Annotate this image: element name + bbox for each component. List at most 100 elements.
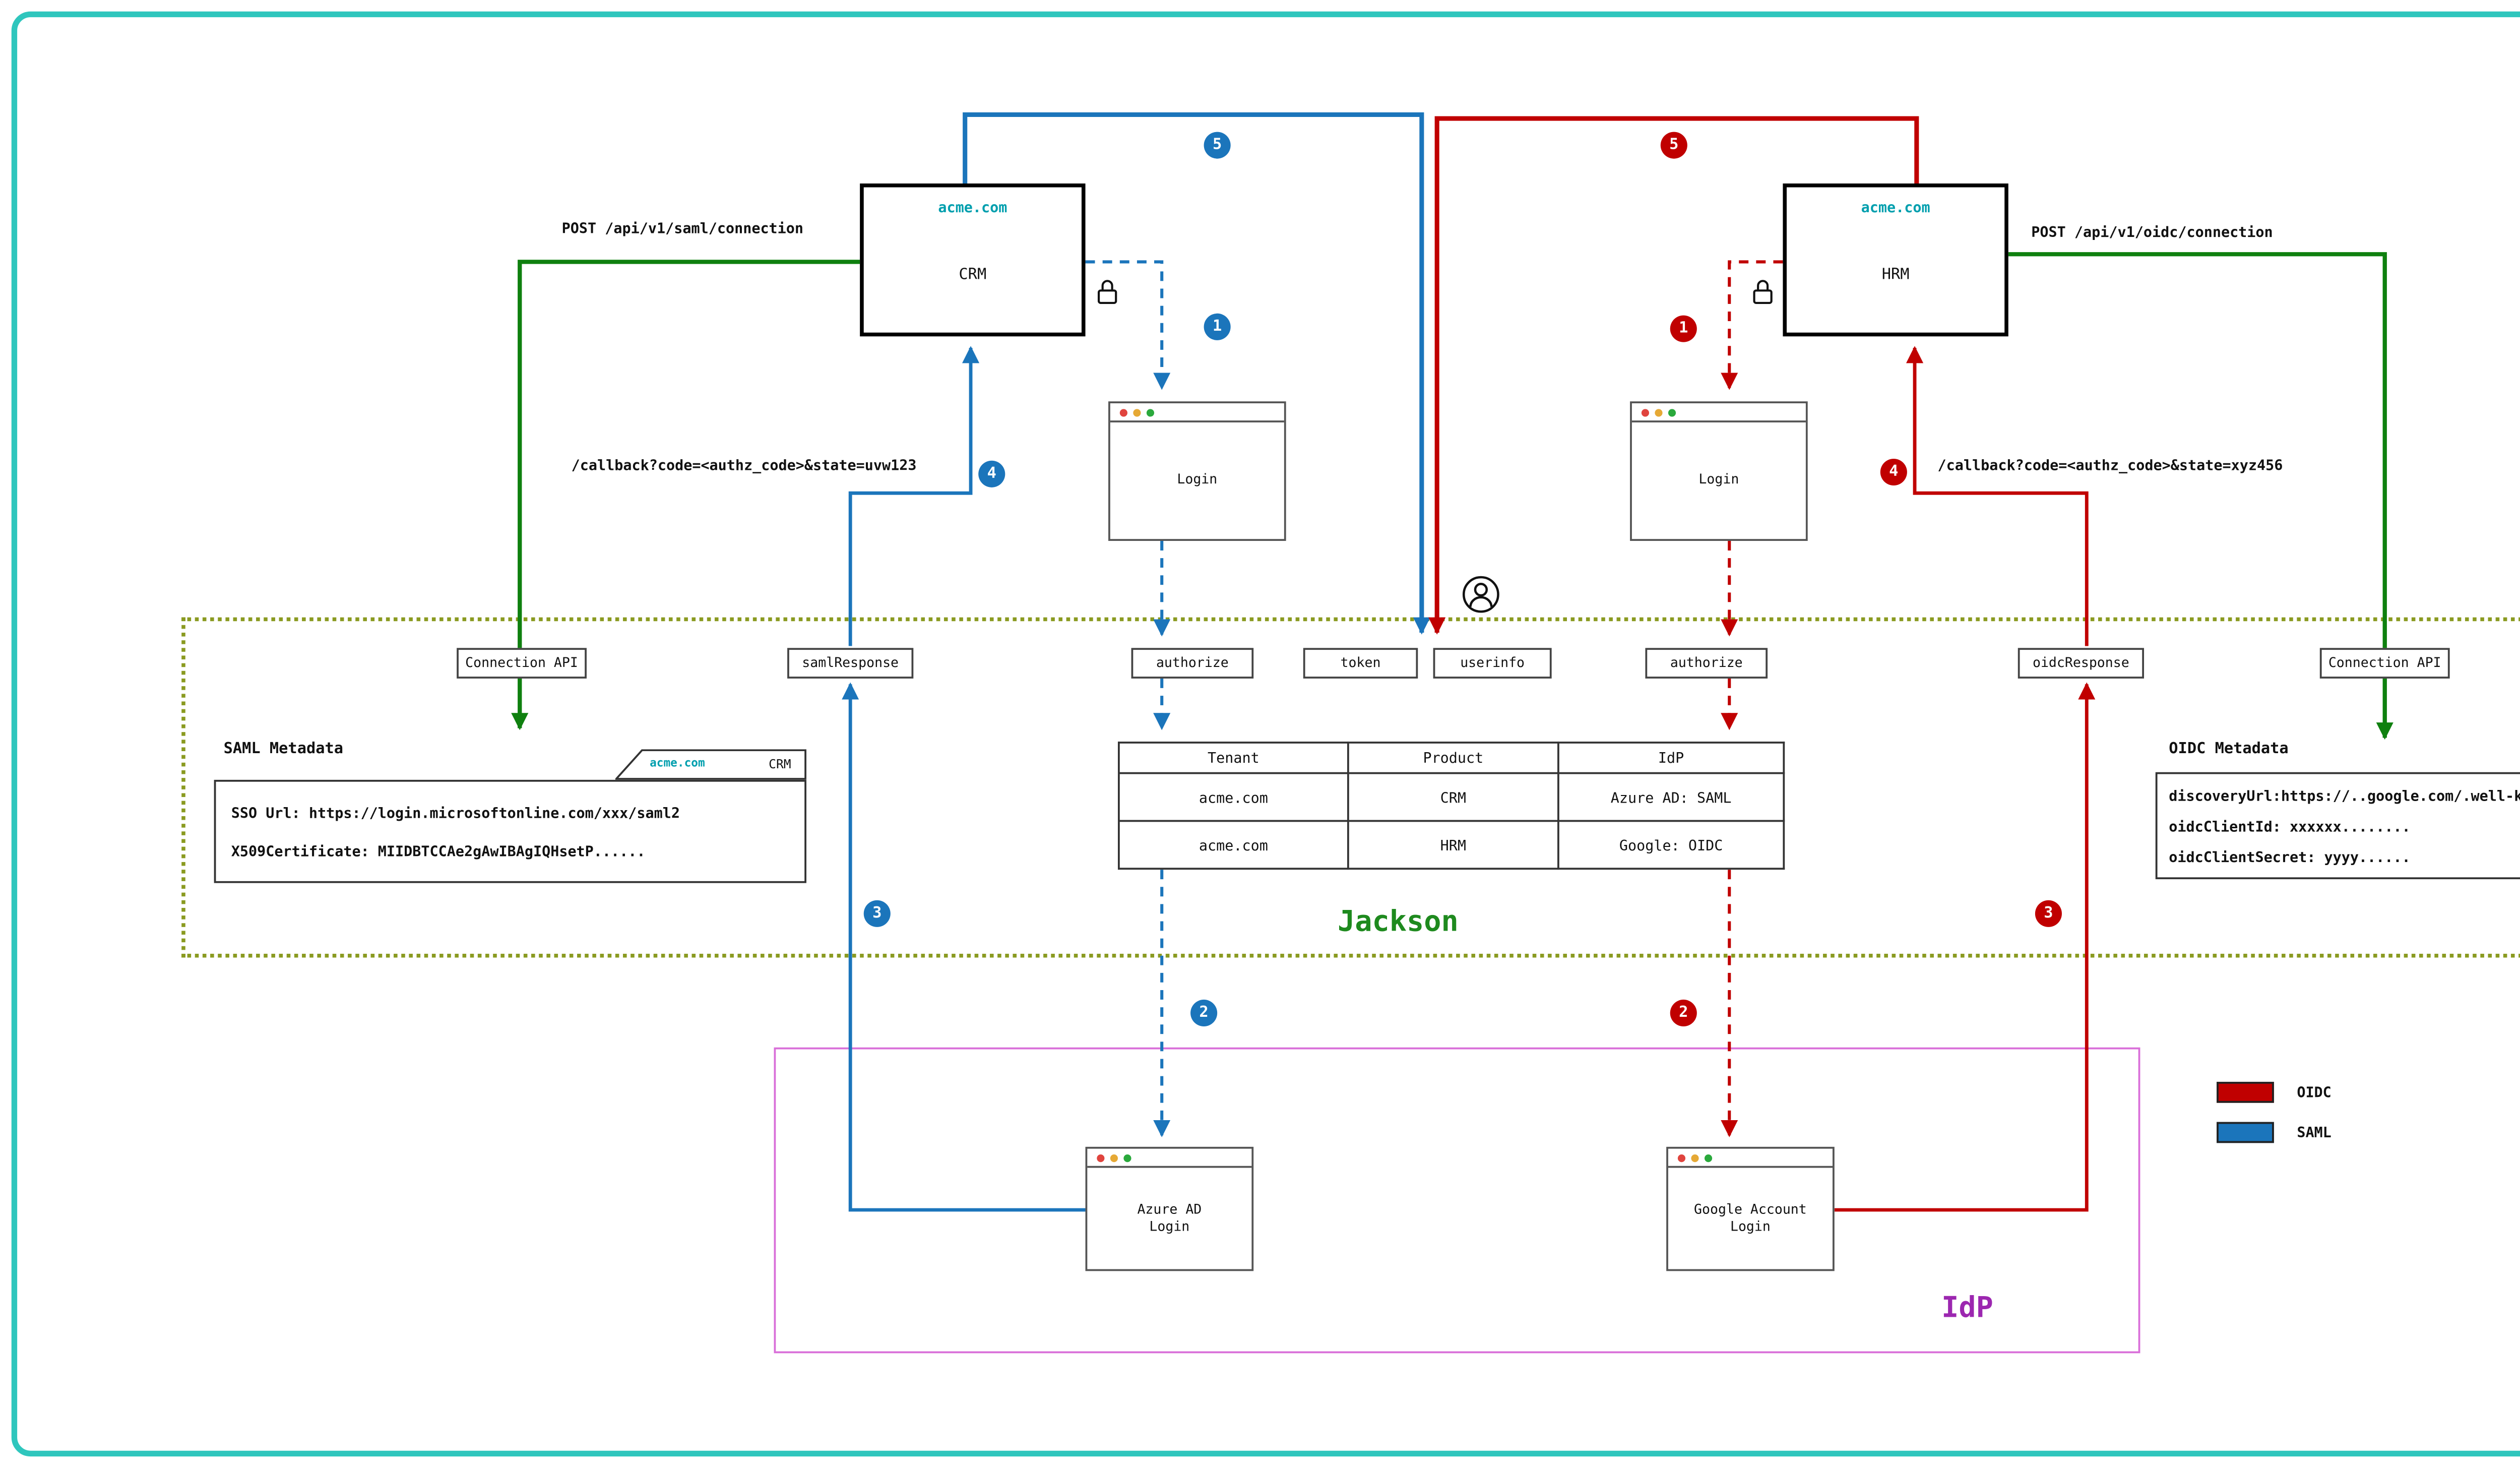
close-icon — [1119, 408, 1127, 416]
oidc-login-label: Login — [1698, 472, 1739, 487]
user-icon — [1462, 576, 1499, 613]
legend-item-oidc: OIDC — [2217, 1081, 2332, 1103]
tenant-table: Tenant Product IdP acme.com CRM Azure AD… — [1117, 742, 1785, 870]
lock-icon — [1753, 280, 1773, 304]
saml-connection-api-line — [511, 260, 860, 730]
saml-login-window: Login — [1108, 401, 1286, 541]
maximize-icon — [1146, 408, 1155, 416]
close-icon — [1677, 1153, 1686, 1161]
minimize-icon — [1110, 1153, 1118, 1161]
google-login-label-line1: Google Account — [1694, 1201, 1807, 1217]
endpoint-authorize-oidc: authorize — [1645, 648, 1768, 679]
saml-callback-line — [848, 346, 980, 646]
saml-metadata-doc: SSO Url: https://login.microsoftonline.c… — [214, 779, 806, 883]
endpoint-oidc-response: oidcResponse — [2018, 648, 2145, 679]
window-titlebar — [1087, 1149, 1252, 1168]
oidc-step-5-badge: 5 — [1660, 132, 1687, 159]
legend-label-oidc: OIDC — [2297, 1083, 2332, 1101]
azure-ad-login-window: Azure AD Login — [1085, 1146, 1254, 1271]
idp-region-label: IdP — [1941, 1290, 1993, 1325]
legend: OIDC SAML — [2217, 1081, 2332, 1143]
oidc-step-2-badge: 2 — [1670, 999, 1697, 1027]
saml-login-label: Login — [1177, 472, 1218, 487]
saml-callback-url-label: /callback?code=<authz_code>&state=uvw123 — [571, 457, 917, 474]
saml-response-line — [842, 682, 1086, 1212]
saml-metadata-tab: acme.com CRM — [614, 749, 806, 780]
table-cell-idp: Google: OIDC — [1557, 820, 1785, 870]
window-titlebar — [1110, 403, 1284, 422]
oidc-callback-line — [1906, 346, 2089, 646]
oidc-step-1-badge: 1 — [1670, 315, 1697, 342]
saml-step-4-badge: 4 — [978, 460, 1005, 487]
minimize-icon — [1133, 408, 1141, 416]
maximize-icon — [1668, 408, 1676, 416]
table-header-idp: IdP — [1557, 742, 1785, 774]
oidc-response-line — [1834, 682, 2096, 1212]
oidc-metadata-doc: discoveryUrl:https://..google.com/.well-… — [2155, 772, 2520, 880]
oidc-token-line — [1428, 116, 1919, 635]
oidc-step-4-badge: 4 — [1880, 458, 1907, 486]
crm-domain: acme.com — [938, 199, 1007, 216]
post-oidc-connection-label: POST /api/v1/oidc/connection — [2031, 223, 2273, 241]
table-cell-idp: Azure AD: SAML — [1557, 772, 1785, 822]
google-login-window: Google Account Login — [1666, 1146, 1835, 1271]
oidc-connection-api-line — [2008, 252, 2393, 740]
legend-label-saml: SAML — [2297, 1124, 2332, 1141]
maximize-icon — [1704, 1153, 1713, 1161]
google-login-label-line2: Login — [1730, 1218, 1771, 1234]
maximize-icon — [1123, 1153, 1131, 1161]
hrm-name: HRM — [1881, 266, 1910, 283]
saml-token-line — [963, 112, 1430, 635]
page-border — [11, 11, 2520, 1457]
hrm-app-box: acme.com HRM — [1783, 183, 2008, 337]
table-row: acme.com HRM Google: OIDC — [1117, 820, 1785, 870]
endpoint-userinfo: userinfo — [1433, 648, 1552, 679]
table-cell-product: HRM — [1347, 820, 1559, 870]
lock-icon — [1097, 280, 1117, 304]
jackson-region-label: Jackson — [1338, 904, 1459, 939]
tab-shape — [614, 749, 806, 780]
saml-tab-domain: acme.com — [650, 757, 705, 770]
saml-sso-url: SSO Url: https://login.microsoftonline.c… — [231, 805, 680, 822]
saml-metadata-title: SAML Metadata — [223, 740, 344, 757]
idp-region-box — [774, 1047, 2140, 1354]
window-titlebar — [1668, 1149, 1833, 1168]
table-header-product: Product — [1347, 742, 1559, 774]
close-icon — [1097, 1153, 1105, 1161]
saml-step-3-badge: 3 — [863, 900, 891, 927]
endpoint-connection-api-right: Connection API — [2319, 648, 2450, 679]
saml-authorize-line-1 — [1085, 260, 1171, 390]
oidc-login-window: Login — [1630, 401, 1808, 541]
endpoint-authorize-saml: authorize — [1131, 648, 1254, 679]
crm-app-box: acme.com CRM — [860, 183, 1086, 337]
window-titlebar — [1631, 403, 1806, 422]
oidc-discovery-url: discoveryUrl:https://..google.com/.well-… — [2169, 787, 2520, 805]
saml-x509-certificate: X509Certificate: MIIDBTCCAe2gAwIBAgIQHse… — [231, 843, 646, 861]
endpoint-token: token — [1303, 648, 1418, 679]
saml-step-2-badge: 2 — [1190, 999, 1218, 1027]
table-header-row: Tenant Product IdP — [1117, 742, 1785, 774]
oidc-metadata-title: OIDC Metadata — [2169, 740, 2289, 757]
minimize-icon — [1655, 408, 1663, 416]
saml-step-5-badge: 5 — [1204, 132, 1231, 159]
table-cell-tenant: acme.com — [1117, 820, 1349, 870]
table-cell-product: CRM — [1347, 772, 1559, 822]
hrm-domain: acme.com — [1861, 199, 1930, 216]
azure-login-label-line1: Azure AD — [1137, 1201, 1202, 1217]
oidc-client-secret: oidcClientSecret: yyyy...... — [2169, 848, 2411, 866]
oidc-callback-url-label: /callback?code=<authz_code>&state=xyz456 — [1937, 457, 2283, 474]
saml-tab-app: CRM — [769, 757, 791, 772]
saml-step-1-badge: 1 — [1204, 313, 1231, 340]
jackson-region-box — [181, 617, 2520, 958]
endpoint-saml-response: samlResponse — [787, 648, 914, 679]
legend-item-saml: SAML — [2217, 1122, 2332, 1143]
table-row: acme.com CRM Azure AD: SAML — [1117, 772, 1785, 822]
oidc-client-id: oidcClientId: xxxxxx........ — [2169, 818, 2411, 835]
post-saml-connection-label: POST /api/v1/saml/connection — [561, 220, 804, 237]
endpoint-connection-api-left: Connection API — [457, 648, 587, 679]
saml-color-swatch — [2217, 1122, 2274, 1143]
close-icon — [1641, 408, 1650, 416]
